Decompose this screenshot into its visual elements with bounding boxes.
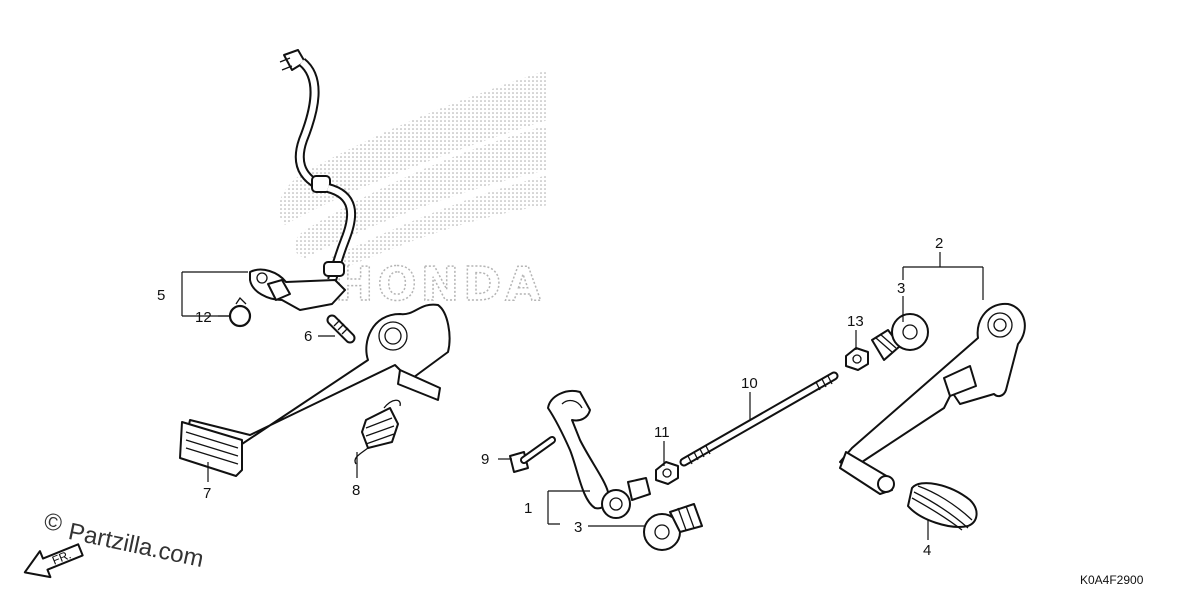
front-direction-arrow: FR. [23,543,84,579]
callout-10: 10 [741,375,758,392]
callout-3-upper: 3 [897,280,905,297]
part-7-brake-pedal [179,303,451,477]
callout-1: 1 [524,500,532,517]
breather-hose [279,49,357,282]
callout-13: 13 [847,313,864,330]
callout-labels: 1 2 3 3 4 5 6 7 8 9 10 11 12 13 [157,235,943,559]
front-arrow-label: FR. [50,547,73,567]
honda-wing-logo: HONDA [278,70,548,312]
callout-2: 2 [935,235,943,252]
honda-logo-text: HONDA [335,257,545,311]
part-8-spring [354,399,401,465]
copyright-symbol: © [42,508,65,538]
callout-5: 5 [157,287,165,304]
callout-9: 9 [481,451,489,468]
part-1-change-arm [547,390,651,519]
part-12-clip [228,296,252,328]
callout-8: 8 [352,482,360,499]
part-13-nut [845,347,869,371]
part-2-shift-pedal [839,302,1026,495]
callout-6: 6 [304,328,312,345]
part-10-shift-rod [679,371,839,467]
part-6-spring [326,314,356,344]
callout-7: 7 [203,485,211,502]
part-3-rod-end-upper [871,313,929,361]
part-9-bolt [509,436,556,473]
watermark-text: Partzilla.com [66,518,206,573]
part-3-rod-end-lower [643,503,703,551]
part-4-shift-rubber [907,482,978,531]
part-5-bracket [249,268,346,311]
callout-11: 11 [654,424,670,441]
callout-4: 4 [923,542,931,559]
diagram-code: K0A4F2900 [1080,573,1144,587]
part-11-nut [655,461,679,485]
leader-lines [181,252,984,540]
callout-12: 12 [195,309,212,326]
callout-3-lower: 3 [574,519,582,536]
